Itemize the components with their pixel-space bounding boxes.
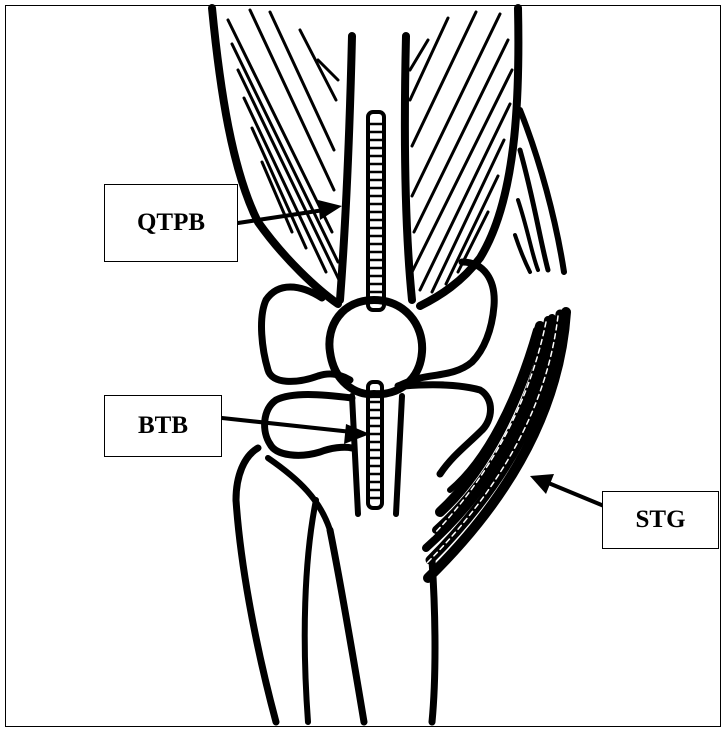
qtpb-arrowhead (318, 200, 342, 220)
btb-label: BTB (104, 395, 222, 457)
btb-graft (368, 382, 382, 508)
tibial-plateau (236, 385, 491, 500)
patellar-tendon (352, 396, 402, 514)
qtpb-label: QTPB (104, 184, 238, 262)
qtpb-graft (368, 112, 384, 310)
tibia-fibula (236, 458, 435, 722)
lateral-muscle-fibers (515, 110, 564, 272)
stg-graft (424, 312, 566, 578)
stg-label: STG (602, 491, 719, 549)
